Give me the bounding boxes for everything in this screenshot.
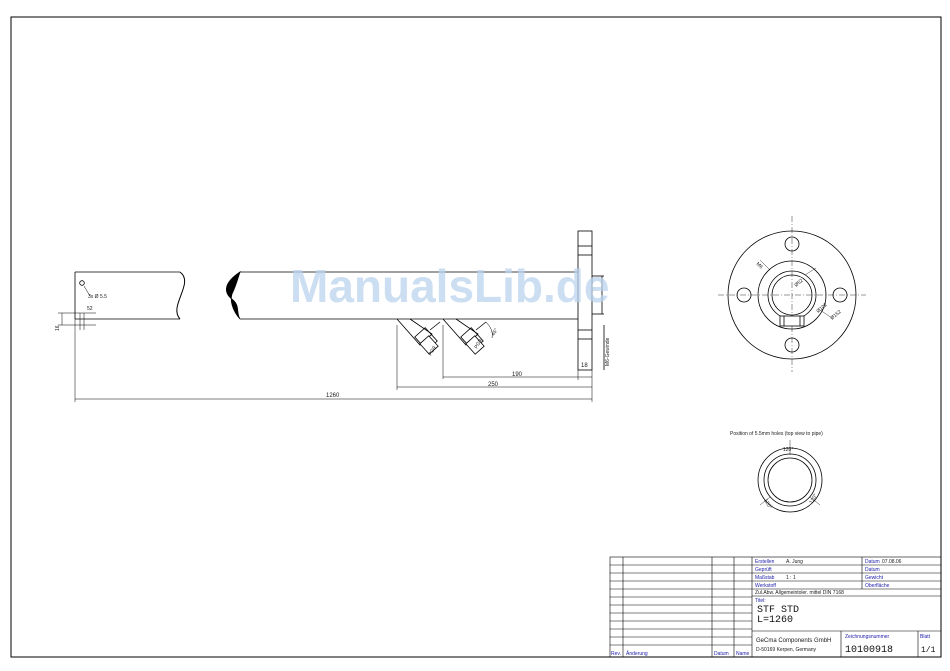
dim-52: 52	[87, 306, 93, 312]
tb-datum2-label: Datum	[865, 567, 880, 573]
tb-title-line2: L=1260	[757, 615, 793, 626]
front-label-m6: M6	[755, 261, 764, 270]
tb-zeichnungsnummer: 10100918	[845, 645, 893, 656]
tb-company: GeCma Components GmbH	[756, 638, 831, 644]
title-block	[609, 556, 942, 658]
flange-note: M6-Gewinde	[605, 337, 611, 366]
tb-blatt-value: 1/1	[921, 646, 936, 655]
gland-label-1: PG9	[428, 345, 438, 357]
tb-datum-value: 07.08.06	[882, 559, 902, 565]
tb-name-label: Name	[736, 651, 750, 657]
tb-geprueft-label: Geprüft	[755, 567, 772, 573]
side-view	[58, 230, 605, 402]
tb-massstab-value: 1 : 1	[786, 575, 796, 581]
dim-hole-note: 3x Ø 5.5	[88, 294, 107, 300]
sheet-border	[10, 16, 942, 658]
tb-erstellt-label: Erstellen	[755, 559, 775, 565]
tb-address: D-50169 Kerpen, Germany	[756, 647, 817, 653]
tb-zul-abw: Zul.Abw. Allgemeintoler. mittel DIN 7168	[755, 590, 844, 596]
front-label-52: Ø52	[793, 278, 804, 289]
tb-zeichnungsnummer-label: Zeichnungsnummer	[845, 634, 890, 640]
tb-erstellt-value: A. Jung	[786, 559, 803, 565]
dim-250: 250	[488, 382, 499, 388]
tb-title-line1: STF STD	[757, 605, 799, 616]
tb-datum-label: Datum	[865, 559, 880, 565]
tb-oberflaeche-label: Oberfläche	[865, 583, 890, 589]
cable-gland-1	[396, 318, 441, 355]
hole-view-caption: Position of 5.5mm holes (top view to pip…	[730, 431, 823, 437]
dim-flange-thickness: 18	[581, 363, 588, 369]
hole-position-view	[757, 440, 823, 513]
front-label-152: Ø152	[829, 309, 842, 322]
tb-aenderung-label: Änderung	[626, 650, 648, 657]
flange	[577, 230, 593, 371]
tb-werkstoff-label: Werkstoff	[755, 583, 777, 589]
hole-angle-top: 120°	[783, 447, 793, 453]
dim-angle: 45°	[491, 327, 500, 337]
pipe-break-mark	[226, 271, 241, 320]
tb-rev-datum-label: Datum	[714, 651, 729, 657]
tb-massstab-label: Maßstab	[755, 575, 775, 581]
gland-label-2: PG9	[474, 338, 484, 350]
cable-gland-2	[442, 318, 487, 355]
tb-titel-label: Titel:	[755, 598, 766, 604]
tb-blatt-label: Blatt	[920, 634, 931, 640]
front-label-102: Ø102	[815, 302, 828, 315]
dim-190: 190	[512, 372, 523, 378]
tb-gewicht-label: Gewicht	[865, 575, 884, 581]
tb-rev-label: Rev.	[611, 651, 621, 657]
front-view	[718, 216, 866, 372]
dim-16: 16	[55, 325, 61, 331]
dim-total-length: 1260	[326, 393, 340, 399]
watermark: ManualsLib.de	[290, 260, 609, 312]
hole-angle-left: 120°	[762, 498, 772, 510]
hole-angle-right: 120°	[809, 493, 819, 505]
